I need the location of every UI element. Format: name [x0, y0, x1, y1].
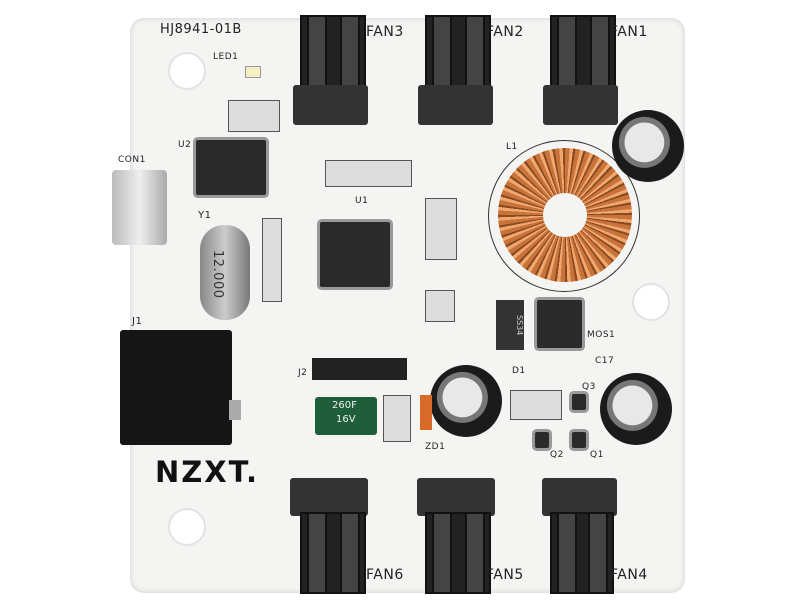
- c17-label: C17: [595, 356, 615, 366]
- led: [245, 66, 261, 78]
- power-jack-pin: [229, 400, 241, 420]
- capacitor: [612, 110, 684, 182]
- fan1-label: FAN1: [610, 24, 648, 40]
- polycap-voltage: 16V: [336, 414, 356, 425]
- smd-components: [425, 290, 455, 322]
- mounting-hole: [168, 52, 206, 90]
- power-jack: [120, 330, 232, 445]
- j2-pin-header: [312, 358, 407, 380]
- fan4-header-base: [542, 478, 617, 516]
- transistor-q2: [535, 432, 549, 448]
- u1-label: U1: [355, 196, 369, 206]
- fan5-label: FAN5: [486, 567, 524, 583]
- fan6-header: [300, 512, 366, 594]
- mounting-hole: [632, 283, 670, 321]
- capacitor: [430, 365, 502, 437]
- smd-components: [425, 198, 457, 260]
- smd-components: [262, 218, 282, 302]
- fan6-header-base: [290, 478, 368, 516]
- u2-label: U2: [178, 140, 192, 150]
- q2-label: Q2: [550, 450, 564, 460]
- mosfet: [537, 300, 582, 348]
- u1-microcontroller: [320, 222, 390, 287]
- fan2-label: FAN2: [486, 24, 524, 40]
- l1-label: L1: [506, 142, 518, 152]
- inductor-core: [543, 193, 587, 237]
- fan2-header: [425, 15, 491, 94]
- smd-components: [325, 160, 412, 187]
- board-model-label: HJ8941-01B: [160, 22, 242, 37]
- fan5-header: [425, 512, 491, 594]
- mounting-hole: [168, 508, 206, 546]
- q3-label: Q3: [582, 382, 596, 392]
- con1-label: CON1: [118, 155, 146, 165]
- mos1-label: MOS1: [587, 330, 616, 340]
- d1-label: D1: [512, 366, 526, 376]
- fan3-label: FAN3: [366, 24, 404, 40]
- crystal-value: 12.000: [210, 250, 225, 299]
- j1-label: J1: [132, 316, 143, 327]
- polycap-value: 260F: [332, 400, 357, 411]
- transistor-q3: [572, 394, 586, 410]
- fan4-label: FAN4: [610, 567, 648, 583]
- nzxt-logo: NZXT.: [155, 455, 260, 489]
- led-label: LED1: [213, 52, 239, 62]
- smd-components: [383, 395, 411, 442]
- fan3-header: [300, 15, 366, 94]
- capacitor-c17: [600, 373, 672, 445]
- fan4-header: [550, 512, 614, 594]
- diode-d1: SS34: [496, 300, 524, 350]
- smd-components: [510, 390, 562, 420]
- crystal: [200, 225, 250, 320]
- fan3-header-base: [293, 85, 368, 125]
- u2-chip: [196, 140, 266, 195]
- fan5-header-base: [417, 478, 495, 516]
- zd1-label: ZD1: [425, 442, 446, 452]
- zener-diode: [420, 395, 432, 430]
- fan1-header-base: [543, 85, 618, 125]
- usb-connector: [112, 170, 167, 245]
- j2-label: J2: [298, 368, 308, 378]
- y1-label: Y1: [198, 210, 212, 221]
- fan2-header-base: [418, 85, 493, 125]
- fan1-header: [550, 15, 616, 94]
- smd-components: [228, 100, 280, 132]
- q1-label: Q1: [590, 450, 604, 460]
- transistor-q1: [572, 432, 586, 448]
- fan6-label: FAN6: [366, 567, 404, 583]
- inductor-outline: [488, 140, 640, 292]
- polymer-capacitor: [315, 397, 377, 435]
